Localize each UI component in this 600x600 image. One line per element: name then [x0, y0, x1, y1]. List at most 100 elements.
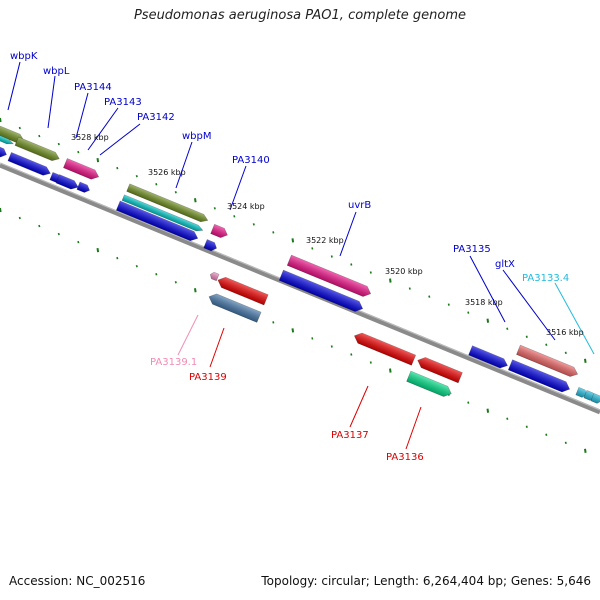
gene-label-PA3143[interactable]: PA3143 [104, 97, 142, 108]
gene-label-PA3139[interactable]: PA3139 [189, 372, 227, 383]
scale-label: 3516 kbp [546, 328, 584, 337]
scale-tick [584, 448, 587, 453]
gene-label-PA3142[interactable]: PA3142 [137, 112, 175, 123]
gene-wbpL-blue[interactable] [7, 152, 52, 177]
callout-PA3137 [349, 385, 369, 428]
scale-tick [447, 303, 450, 306]
gene-label-PA3144[interactable]: PA3144 [74, 82, 112, 93]
gene-PA3137[interactable] [352, 331, 417, 366]
gene-PA3136-red[interactable] [416, 355, 463, 384]
scale-label: 3524 kbp [227, 202, 265, 211]
gene-wbpM-blue[interactable] [115, 200, 199, 243]
scale-tick [506, 417, 509, 420]
scale-tick [155, 272, 158, 276]
gene-PA3138-steel[interactable] [207, 292, 262, 323]
gene-PA3135[interactable] [468, 345, 510, 370]
scale-ticks [0, 117, 587, 453]
gene-PA3133.4-c[interactable] [590, 393, 600, 404]
scale-tick [389, 368, 392, 373]
scale-tick [233, 215, 236, 218]
callout-PA3139 [209, 327, 225, 368]
scale-tick [408, 287, 411, 290]
scale-tick [525, 425, 528, 428]
scale-tick [311, 337, 314, 340]
gene-wbpM-olive[interactable] [126, 183, 210, 224]
gene-label-PA3133.4[interactable]: PA3133.4 [522, 273, 569, 284]
scale-tick [135, 264, 138, 268]
scale-tick [486, 408, 490, 413]
scale-tick [38, 134, 41, 138]
scale-tick [330, 255, 333, 258]
scale-tick [272, 231, 275, 234]
gene-gltX-salmon[interactable] [516, 344, 580, 379]
gene-PA3140-blue[interactable] [203, 239, 219, 253]
genome-title: Pseudomonas aeruginosa PAO1, complete ge… [133, 8, 467, 23]
callout-PA3135 [469, 255, 506, 323]
gene-label-uvrB[interactable]: uvrB [348, 200, 371, 211]
scale-tick [116, 166, 119, 170]
gene-features [0, 124, 600, 404]
gene-PA3139.1[interactable] [209, 271, 220, 282]
gene-uvrB-blue[interactable] [278, 269, 365, 314]
scale-tick [0, 117, 2, 123]
scale-tick [18, 216, 21, 220]
scale-tick [467, 311, 470, 314]
gene-label-PA3135[interactable]: PA3135 [453, 244, 491, 255]
gene-label-wbpM[interactable]: wbpM [182, 131, 212, 142]
scale-labels: 3528 kbp 3526 kbp 3524 kbp 3522 kbp 3520… [71, 133, 584, 337]
scale-tick [57, 142, 60, 146]
scale-tick [584, 358, 587, 363]
gene-wbpL-olive[interactable] [14, 136, 61, 163]
scale-tick [77, 150, 80, 154]
scale-tick [311, 247, 314, 250]
gene-label-PA3140[interactable]: PA3140 [232, 155, 270, 166]
scale-tick [389, 278, 392, 283]
scale-label: 3520 kbp [385, 267, 423, 276]
gene-PA3133.4-a[interactable] [575, 387, 588, 398]
gene-PA3136[interactable] [406, 370, 454, 399]
scale-tick [18, 126, 21, 130]
scale-tick [194, 198, 197, 203]
scale-tick [369, 361, 372, 364]
scale-tick [330, 345, 333, 348]
callout-PA3143 [87, 107, 119, 151]
gene-label-gltX[interactable]: gltX [495, 259, 515, 270]
scale-label: 3518 kbp [465, 298, 503, 307]
scale-tick [38, 224, 41, 228]
gene-label-wbpL[interactable]: wbpL [43, 66, 70, 77]
gene-label-PA3137[interactable]: PA3137 [331, 430, 369, 441]
gene-label-PA3136[interactable]: PA3136 [386, 452, 424, 463]
scale-tick [194, 288, 197, 293]
gene-PA3144[interactable] [63, 158, 100, 182]
gene-uvrB[interactable] [286, 254, 373, 299]
scale-tick [545, 433, 548, 436]
gene-PA3133.4-b[interactable] [583, 390, 596, 401]
callout-wbpL [47, 75, 56, 129]
scale-tick [213, 207, 216, 210]
gene-wbpM-cyan[interactable] [121, 194, 204, 233]
gene-PA3142[interactable] [76, 181, 91, 194]
gene-label-PA3139.1[interactable]: PA3139.1 [150, 357, 197, 368]
genome-meta-text: Topology: circular; Length: 6,264,404 bp… [261, 574, 591, 588]
gene-wbpK-blue[interactable] [0, 144, 8, 159]
callout-wbpK [7, 61, 21, 111]
gene-labels: wbpK wbpL PA3144 PA3143 PA3142 wbpM PA31… [10, 51, 569, 463]
scale-tick [0, 207, 2, 213]
scale-tick [545, 343, 548, 346]
gene-wbpK-cyan[interactable] [0, 133, 14, 146]
callout-PA3144 [75, 92, 89, 139]
gene-gltX[interactable] [507, 359, 571, 395]
gene-PA3139[interactable] [216, 275, 269, 306]
gene-label-wbpK[interactable]: wbpK [10, 51, 38, 62]
scale-tick [174, 281, 177, 284]
gene-PA3143[interactable] [55, 174, 80, 192]
scale-tick [350, 263, 353, 266]
scale-tick [96, 247, 100, 253]
scale-tick [116, 256, 119, 260]
scale-tick [96, 157, 100, 163]
callout-PA3133.4 [554, 282, 595, 355]
scale-label: 3522 kbp [306, 236, 344, 245]
accession-text: Accession: NC_002516 [9, 574, 146, 588]
scale-tick [564, 351, 567, 355]
gene-PA3140[interactable] [210, 223, 230, 239]
